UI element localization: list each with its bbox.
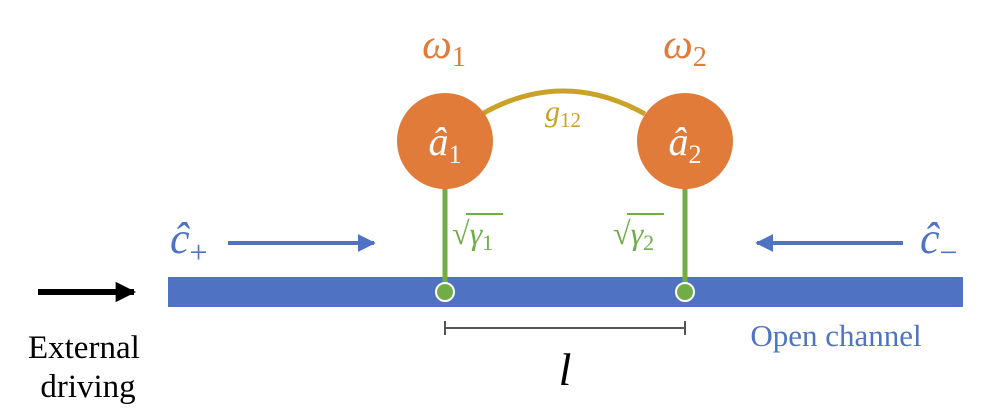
- coupling-point-1: [435, 282, 455, 302]
- decay-rate-label-2: √γ2: [613, 215, 654, 255]
- open-channel-bar: [168, 277, 963, 307]
- frequency-label-2: ω2: [663, 22, 707, 73]
- distance-label: l: [559, 344, 572, 395]
- mode-label-2: â2: [669, 119, 702, 169]
- open-channel-label: Open channel: [750, 318, 921, 353]
- intercoupling-label: g12: [545, 95, 581, 132]
- decay-rate-label-1: √γ1: [452, 215, 493, 255]
- frequency-label-1: ω1: [422, 22, 466, 73]
- coupling-point-2: [675, 282, 695, 302]
- resonator-1: [397, 93, 493, 189]
- intercoupling-arc: [480, 88, 647, 117]
- forward-field-label: ĉ+: [170, 214, 208, 270]
- resonator-2: [637, 93, 733, 189]
- backward-field-label: ĉ−: [920, 214, 958, 270]
- mode-label-1: â1: [429, 119, 462, 169]
- external-driving-label: External driving: [28, 330, 148, 405]
